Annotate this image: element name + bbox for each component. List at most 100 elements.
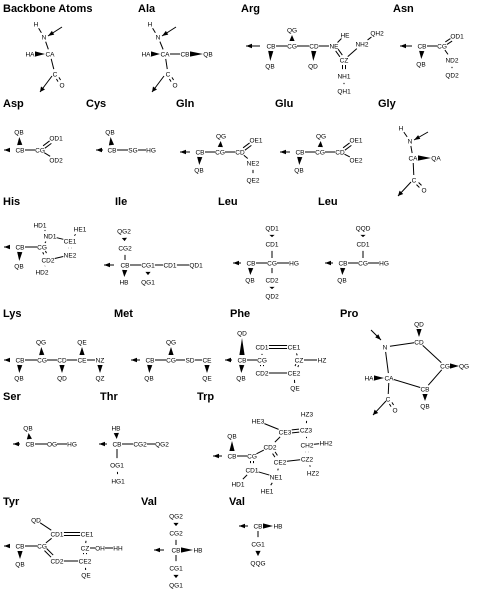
bond-cz2-ce2 [286,459,301,462]
bond-cb-qb-wedge [190,51,203,57]
atom-cd1: CD1 [50,531,63,538]
atom-cd: CD [57,357,67,364]
atom-cd2: CD2 [41,257,54,264]
bond-cb-qb-wedge [229,441,235,451]
backbone-bond-wedge [414,135,421,140]
bond-cg1-qg1-wedge [145,271,151,276]
atom-nd2: ND2 [445,57,458,64]
bond-cz-nh2 [347,48,358,58]
atom-ha: HA [364,375,374,382]
atom-ha: HA [141,51,151,58]
backbone-bond-wedge [375,334,381,340]
bond-cg-qg-wedge [317,140,323,148]
panel-title: Val [229,496,245,508]
atom-cd: CD [414,339,424,346]
atom-hh2: HH2 [319,440,332,447]
atom-ce: CE [202,357,212,364]
atom-cb: CB [112,441,121,448]
bond-cb-qb-wedge [297,156,303,166]
atom-cg: CG [440,363,450,370]
bond-cb-qb-wedge [248,267,254,276]
atom-cg: CG [35,147,45,154]
bond-cb-qb-wedge [197,156,203,166]
panel-title: Val [141,496,157,508]
bond-cg-qg-wedge [450,363,459,369]
atom-qz: QZ [95,375,104,382]
atom-cb: CB [15,543,24,550]
backbone-bond-wedge [4,357,10,363]
next-residue-arrowhead [373,409,379,415]
bond-cb-qb-wedge [17,251,23,262]
next-residue-arrowhead [398,190,404,196]
atom-ce2: CE2 [274,459,287,466]
atom-cg: CG [37,357,47,364]
atom-qg: QG [459,363,469,370]
atom-cb: CB [180,51,189,58]
atom-he1: HE1 [261,488,274,495]
bond-cb-qb-wedge [147,364,153,374]
panel-title: Leu [218,196,238,208]
atom-cd1: CD1 [255,344,268,351]
atom-qd: QD [308,63,318,70]
atom-qe: QE [81,572,91,579]
atom-qb: QB [227,433,236,440]
atom-ne1: NE1 [270,474,283,481]
atom-ce: CE [77,357,87,364]
atom-he3: HE3 [252,418,265,425]
atom-qd: QD [31,517,41,524]
bond-cg1-qqg-wedge [255,550,261,557]
atom-hh: HH [113,545,123,552]
atom-hg: HG [146,147,156,154]
bond-h-n [38,27,42,34]
atom-qg1: QG1 [141,279,155,286]
atom-cb: CB [420,386,429,393]
bond-cd-cg [422,345,442,363]
bond-ce3-cz3-double-a [291,431,300,434]
atom-cd2: CD2 [265,277,278,284]
atom-cd: CD [235,149,245,156]
atom-ca: CA [384,375,394,382]
atom-qd2: QD2 [445,72,459,79]
bond-cg-cd1 [45,537,52,544]
atom-od1: OD1 [49,135,63,142]
panel-title: Gln [176,98,195,110]
bond-ca-c [412,162,415,176]
atom-cd1: CD1 [245,467,258,474]
backbone-bond-wedge [13,441,19,447]
atom-ne2: NE2 [247,160,260,167]
backbone-bond-wedge [213,453,219,459]
panel-title: Ile [115,196,127,208]
bond-cd2-qd2-wedge [269,286,275,290]
bond-cg1-qg1-wedge [173,574,179,579]
bond-nz-qz-wedge [97,365,103,373]
atom-cd1: CD1 [356,241,369,248]
atom-qe2: QE2 [246,177,259,184]
bond-n-ca [159,41,164,50]
atom-ha: HA [25,51,35,58]
bond-qd-cd-wedge [416,329,422,337]
atom-qd: QD [237,330,247,337]
atom-cg: CG [247,453,257,460]
bond-qg2-cg2-wedge [173,522,179,527]
bond-nh2-qh2 [367,36,372,41]
panel-title: Asp [3,98,24,110]
bond-cz2-hz2 [309,465,311,467]
bond-cb-qb-wedge [239,364,245,374]
bond-cg-qg-wedge [39,346,45,356]
bond-cg-nd1 [44,241,47,244]
atom-qh1: QH1 [337,88,351,95]
bond-ce-qe-wedge [204,365,210,373]
atom-cd: CD [309,43,319,50]
bond-qg2-cg2-wedge [121,237,128,242]
atom-cz: CZ [340,57,349,64]
atom-h: H [399,125,404,132]
atom-cg: CG [358,260,368,267]
atom-cb: CB [107,147,116,154]
bond-cb-hb-wedge [263,523,273,529]
